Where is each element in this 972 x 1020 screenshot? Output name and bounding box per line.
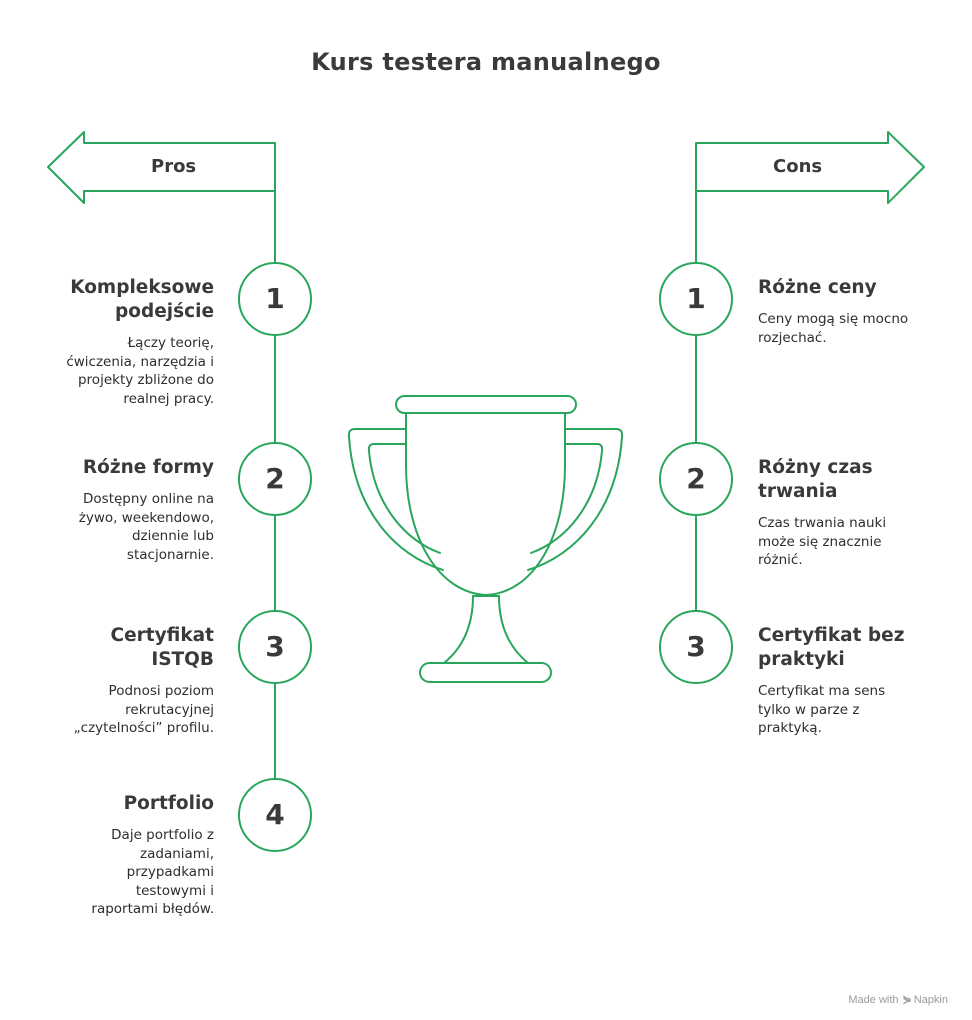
pros-circle-3 bbox=[238, 610, 312, 684]
pros-item-description: Dostępny online na żywo, weekendowo, dzi… bbox=[78, 491, 214, 563]
pros-item-title: Różne formy bbox=[82, 457, 214, 478]
cons-item-title: Różne ceny bbox=[758, 277, 877, 298]
pros-item-title: Portfolio bbox=[123, 793, 214, 814]
napkin-logo-icon: ⋟ bbox=[902, 994, 912, 1006]
cons-number-2: 2 bbox=[686, 462, 706, 495]
brand-text: Napkin bbox=[913, 994, 948, 1006]
cons-circle-3 bbox=[659, 610, 733, 684]
cons-item-2: Różny czas trwania Czas trwania nauki mo… bbox=[758, 456, 948, 570]
pros-item-2: Różne formy Dostępny online na żywo, wee… bbox=[24, 456, 214, 564]
pros-number-2: 2 bbox=[265, 462, 285, 495]
made-with-text: Made with bbox=[848, 994, 899, 1006]
cons-label: Cons bbox=[773, 156, 823, 177]
pros-circle-2 bbox=[238, 442, 312, 516]
pros-item-description: Podnosi poziom rekrutacyjnej „czytelnośc… bbox=[73, 683, 214, 736]
cons-item-3: Certyfikat bez praktyki Certyfikat ma se… bbox=[758, 624, 948, 738]
cons-item-title: Certyfikat bez praktyki bbox=[758, 625, 905, 670]
pros-item-1: Kompleksowe podejście Łączy teorię, ćwic… bbox=[24, 276, 214, 408]
pros-circle-1 bbox=[238, 262, 312, 336]
cons-circle-1 bbox=[659, 262, 733, 336]
pros-item-3: Certyfikat ISTQB Podnosi poziom rekrutac… bbox=[24, 624, 214, 738]
pros-arrow bbox=[47, 131, 276, 204]
pros-number-1: 1 bbox=[265, 282, 285, 315]
cons-circle-2 bbox=[659, 442, 733, 516]
cons-item-title: Różny czas trwania bbox=[758, 457, 873, 502]
page-title: Kurs testera manualnego bbox=[311, 48, 661, 76]
pros-item-description: Daje portfolio z zadaniami, przypadkami … bbox=[91, 827, 214, 917]
cons-number-3: 3 bbox=[686, 630, 706, 663]
pros-number-3: 3 bbox=[265, 630, 285, 663]
pros-circle-4 bbox=[238, 778, 312, 852]
pros-item-title: Certyfikat ISTQB bbox=[110, 625, 215, 670]
trophy-icon bbox=[347, 395, 624, 683]
cons-item-description: Ceny mogą się mocno rozjechać. bbox=[758, 311, 909, 346]
cons-item-description: Certyfikat ma sens tylko w parze z prakt… bbox=[758, 683, 886, 736]
pros-item-4: Portfolio Daje portfolio z zadaniami, pr… bbox=[24, 792, 214, 919]
pros-label: Pros bbox=[151, 156, 197, 177]
cons-arrow bbox=[695, 131, 925, 204]
pros-item-title: Kompleksowe podejście bbox=[70, 277, 214, 322]
footer-attribution: Made with⋟Napkin bbox=[848, 993, 948, 1006]
pros-item-description: Łączy teorię, ćwiczenia, narzędzia i pro… bbox=[66, 335, 214, 407]
cons-number-1: 1 bbox=[686, 282, 706, 315]
cons-item-description: Czas trwania nauki może się znacznie róż… bbox=[758, 515, 887, 568]
pros-number-4: 4 bbox=[265, 798, 285, 831]
cons-item-1: Różne ceny Ceny mogą się mocno rozjechać… bbox=[758, 276, 948, 347]
